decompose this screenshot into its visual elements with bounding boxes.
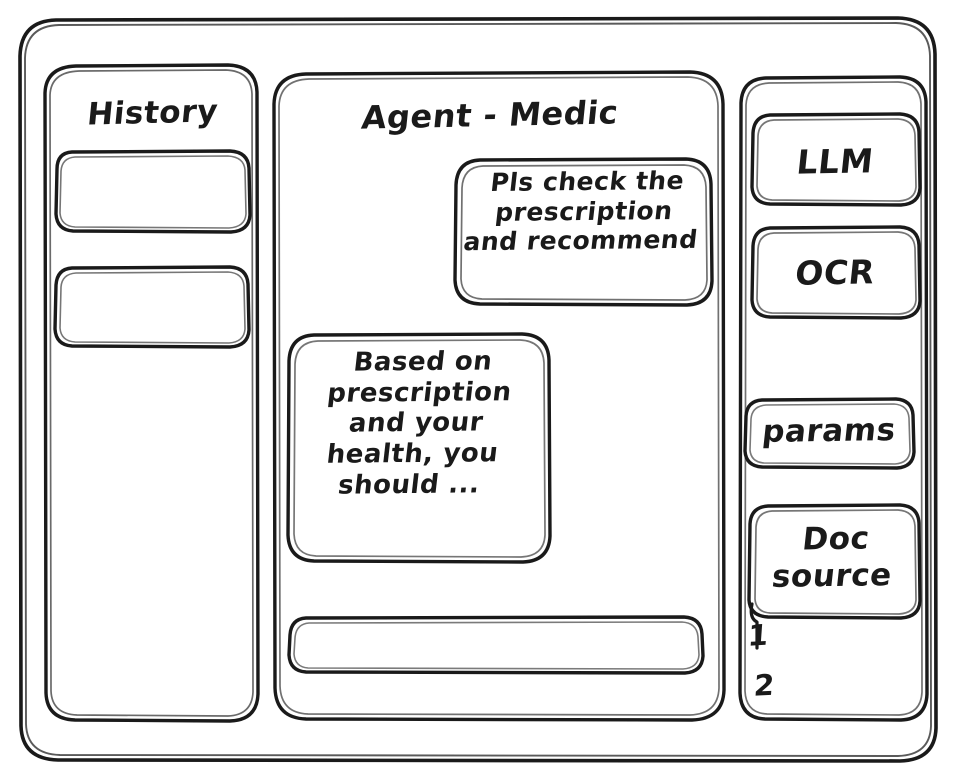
user-message-bubble: [455, 159, 712, 305]
doc-source-box-outline: [747, 503, 922, 620]
history-item-1-outline: [54, 149, 252, 234]
doc-source-connector: [749, 602, 759, 650]
tools-panel-outline: [738, 75, 929, 722]
ocr-button[interactable]: [752, 227, 920, 318]
window-frame-outline: [18, 16, 938, 763]
params-button[interactable]: [745, 399, 914, 468]
agent-message-bubble-outline: [286, 332, 552, 564]
params-button-outline: [743, 397, 916, 470]
llm-button-outline: [750, 112, 922, 207]
history-panel-outline: [43, 63, 260, 723]
doc-source-box[interactable]: [749, 505, 920, 618]
composer-input[interactable]: [289, 617, 703, 673]
user-message-bubble-outline: [453, 157, 714, 307]
llm-button[interactable]: [752, 114, 920, 205]
history-item-2[interactable]: [55, 267, 249, 347]
history-item-1[interactable]: [56, 151, 250, 232]
ocr-button-outline: [750, 225, 922, 320]
agent-message-bubble: [288, 334, 550, 562]
history-item-2-outline: [53, 265, 251, 349]
main-panel-outline: [272, 70, 726, 722]
composer-input-outline: [287, 615, 705, 675]
